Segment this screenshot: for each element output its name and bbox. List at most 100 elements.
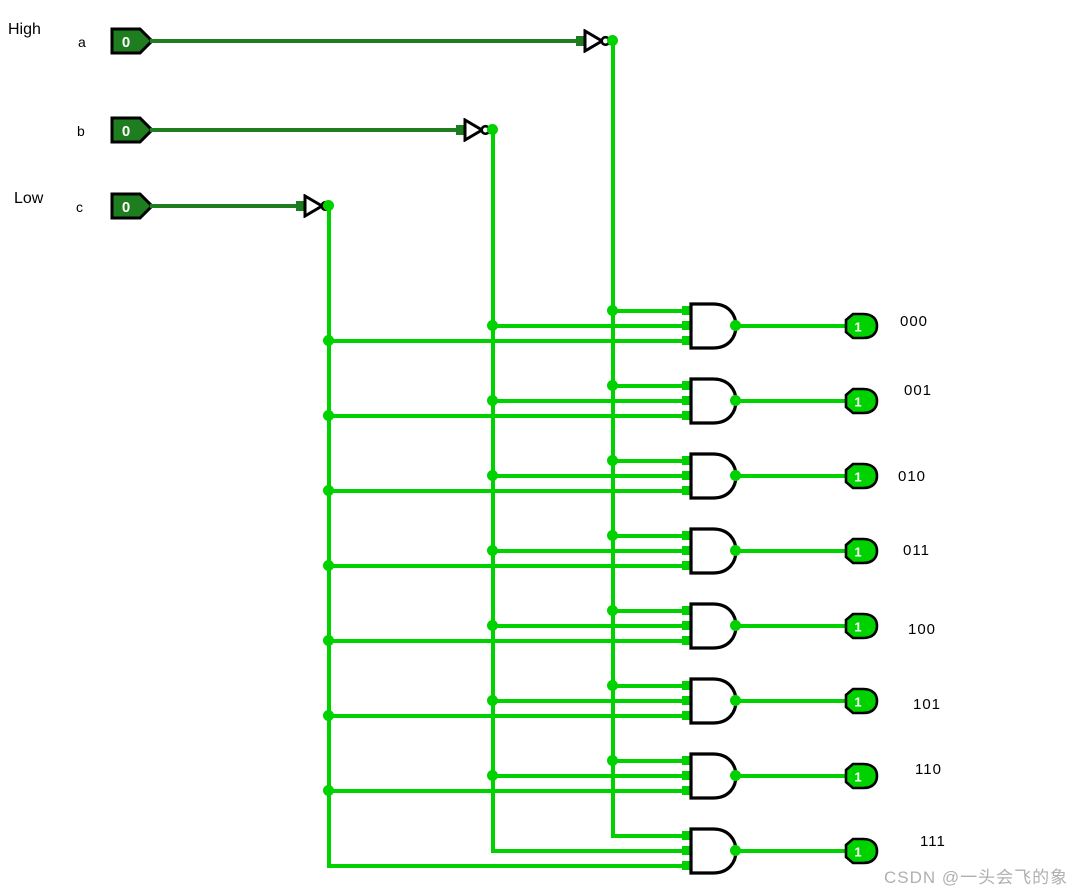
output-label: 100 [908, 621, 937, 638]
gate-input-stub [682, 606, 691, 615]
gate-input-stub [682, 846, 691, 855]
wire-nota-to-gate [611, 834, 690, 838]
wire-gate-to-output [733, 399, 845, 403]
gate-input-stub [682, 636, 691, 645]
wire-not-a-bus [611, 39, 615, 838]
wire-notb-to-gate [491, 624, 690, 628]
junction-dot [607, 680, 618, 691]
wire-notc-to-gate [327, 414, 690, 418]
output-pin: 1 [844, 762, 879, 790]
output-value: 1 [854, 620, 861, 635]
junction-dot [607, 605, 618, 616]
output-label: 000 [900, 313, 929, 330]
gate-input-stub [682, 621, 691, 630]
wire-nota-to-gate [611, 759, 690, 763]
gate-output-dot [730, 845, 741, 856]
gate-output-dot [730, 320, 741, 331]
wire-notc-to-gate [327, 564, 690, 568]
gate-input-stub [682, 321, 691, 330]
output-pin: 1 [844, 312, 879, 340]
wire-notb-to-gate [491, 849, 690, 853]
output-label: 110 [915, 761, 942, 778]
gate-input-stub [682, 681, 691, 690]
output-pin: 1 [844, 462, 879, 490]
gate-output-dot [730, 620, 741, 631]
input-pin-c[interactable]: 0 [110, 192, 156, 220]
wire-notb-to-gate [491, 774, 690, 778]
junction-dot [607, 455, 618, 466]
junction-dot [487, 470, 498, 481]
output-value: 1 [854, 395, 861, 410]
gate-input-stub [682, 306, 691, 315]
output-label: 101 [913, 696, 942, 713]
input-label-b: b [77, 123, 85, 139]
input-label-a: a [78, 34, 86, 50]
junction-dot [323, 560, 334, 571]
wire-a [150, 39, 580, 43]
junction-dot [323, 710, 334, 721]
output-label: 010 [898, 468, 927, 485]
junction-dot [323, 485, 334, 496]
junction-dot [607, 755, 618, 766]
output-pin: 1 [844, 387, 879, 415]
high-annotation: High [8, 21, 41, 38]
output-value: 1 [854, 770, 861, 785]
junction-dot [323, 410, 334, 421]
wire-nota-to-gate [611, 384, 690, 388]
gate-input-stub [682, 771, 691, 780]
input-pin-b[interactable]: 0 [110, 116, 156, 144]
gate-output-dot [730, 470, 741, 481]
output-value: 1 [854, 470, 861, 485]
output-pin: 1 [844, 537, 879, 565]
wire-gate-to-output [733, 549, 845, 553]
junction-dot [487, 545, 498, 556]
output-value: 1 [854, 545, 861, 560]
gate-input-stub [682, 831, 691, 840]
wire-gate-to-output [733, 474, 845, 478]
gate-input-stub [682, 756, 691, 765]
gate-output-dot [730, 395, 741, 406]
wire-nota-to-gate [611, 309, 690, 313]
input-pin-a[interactable]: 0 [110, 27, 156, 55]
output-value: 1 [854, 845, 861, 860]
wire-not-c-bus [327, 204, 331, 868]
wire-gate-to-output [733, 324, 845, 328]
gate-input-stub [682, 861, 691, 870]
gate-input-stub [682, 456, 691, 465]
gate-input-stub [682, 336, 691, 345]
wire-nota-to-gate [611, 609, 690, 613]
wire-nota-to-gate [611, 459, 690, 463]
gate-input-stub [682, 396, 691, 405]
output-label: 111 [920, 833, 946, 850]
wire-notc-to-gate [327, 864, 690, 868]
junction-dot [607, 305, 618, 316]
wire-nota-to-gate [611, 684, 690, 688]
wire-notc-to-gate [327, 789, 690, 793]
watermark: CSDN @一头会飞的象 [884, 868, 1069, 887]
junction-dot [487, 770, 498, 781]
gate-input-stub [682, 561, 691, 570]
wire-gate-to-output [733, 699, 845, 703]
wire-notb-to-gate [491, 699, 690, 703]
output-pin: 1 [844, 687, 879, 715]
input-label-c: c [76, 199, 83, 215]
input-value-a: 0 [122, 34, 130, 51]
wire-gate-to-output [733, 849, 845, 853]
junction-dot [323, 785, 334, 796]
wire-gate-to-output [733, 624, 845, 628]
junction-dot [487, 320, 498, 331]
wire-nota-to-gate [611, 534, 690, 538]
wire-c [150, 204, 296, 208]
gate-input-stub [682, 411, 691, 420]
junction-dot [487, 695, 498, 706]
gate-input-stub [682, 381, 691, 390]
input-value-b: 0 [122, 123, 130, 140]
wire-notb-to-gate [491, 474, 690, 478]
output-value: 1 [854, 320, 861, 335]
junction-dot [323, 335, 334, 346]
junction-dot [487, 620, 498, 631]
junction-dot [607, 380, 618, 391]
junction-dot [607, 530, 618, 541]
gate-output-dot [730, 770, 741, 781]
